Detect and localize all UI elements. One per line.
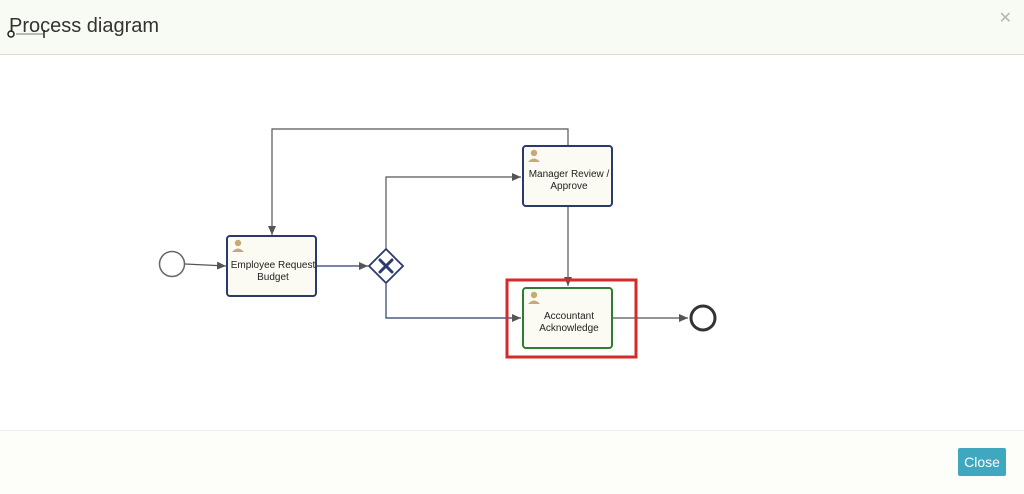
flow-gateway-to-manager-review xyxy=(385,173,521,249)
exclusive-gateway[interactable] xyxy=(367,247,405,285)
task-label-line: Acknowledge xyxy=(539,323,599,334)
flow-start-to-employee-request xyxy=(184,261,227,270)
task-label-line: Employee Request xyxy=(231,260,316,271)
user-task-icon xyxy=(232,239,244,252)
gateway-x-icon xyxy=(378,258,394,274)
task-manager-review-approve[interactable]: Manager Review / Approve xyxy=(522,145,613,207)
current-step-highlight xyxy=(505,278,638,359)
task-label-line: Manager Review / xyxy=(529,169,610,180)
close-button[interactable]: Close xyxy=(958,448,1006,476)
task-label-line: Approve xyxy=(550,181,588,192)
close-x-icon[interactable]: ✕ xyxy=(998,10,1012,27)
start-event[interactable] xyxy=(158,250,186,278)
modal-footer xyxy=(0,430,1024,494)
task-label-line: Accountant xyxy=(544,311,594,322)
task-employee-request-budget[interactable]: Employee Request Budget xyxy=(226,235,317,297)
end-event[interactable] xyxy=(689,304,717,332)
user-task-icon xyxy=(528,291,540,304)
flow-gateway-to-accountant xyxy=(385,284,521,322)
diagram-canvas: Employee Request Budget Manager Review /… xyxy=(0,56,1024,430)
user-task-icon xyxy=(528,149,540,162)
loading-glyph-icon xyxy=(7,30,45,38)
process-diagram: Employee Request Budget Manager Review /… xyxy=(158,128,717,359)
task-label-line: Budget xyxy=(257,272,289,283)
sequence-flows xyxy=(184,128,688,322)
dialog-title: Process diagram xyxy=(9,15,160,37)
modal-header: Process diagram ✕ xyxy=(0,0,1024,55)
flow-manager-review-loop-back xyxy=(268,128,569,235)
task-accountant-acknowledge[interactable]: Accountant Acknowledge xyxy=(522,287,613,349)
